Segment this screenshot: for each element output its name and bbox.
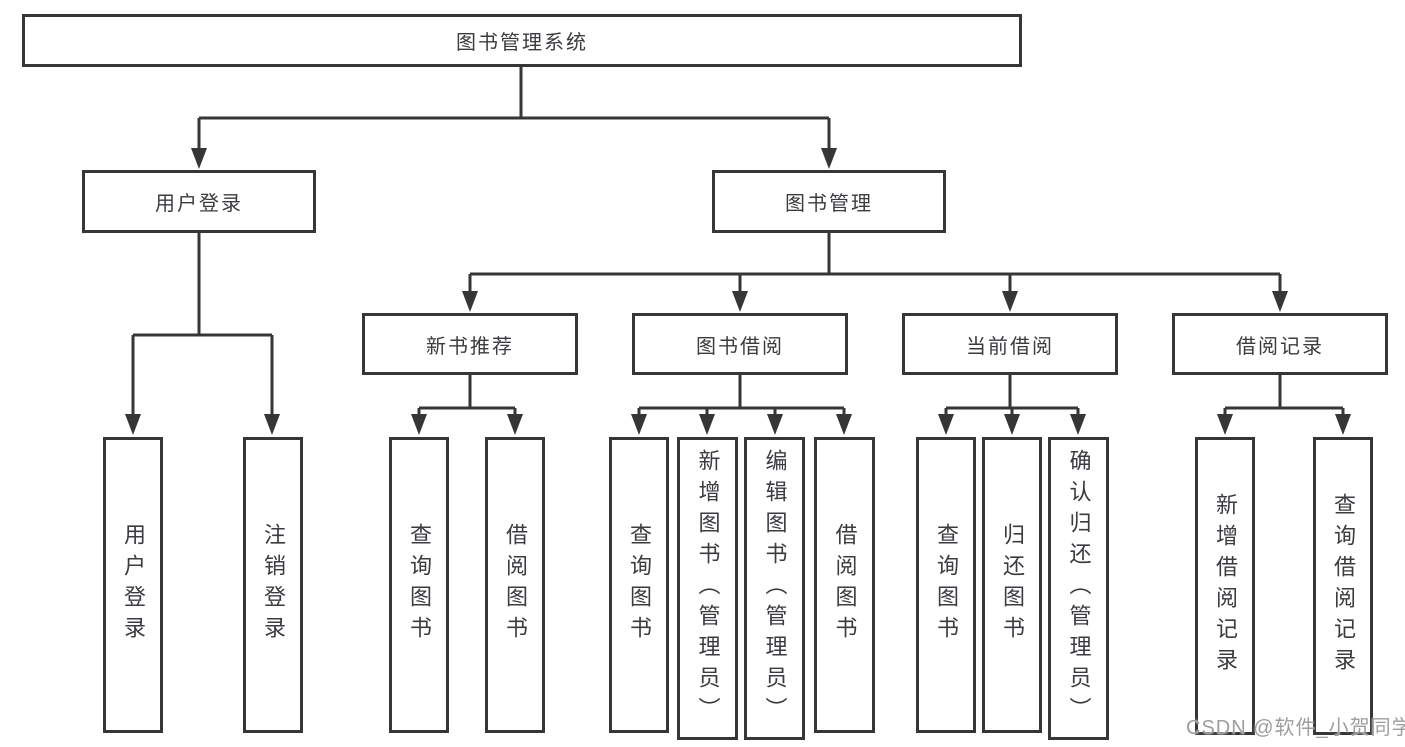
leaf-current-confirm-return: 确认归还（管理员） (1048, 437, 1109, 740)
node-root: 图书管理系统 (22, 14, 1022, 67)
leaf-newrec-query-book: 查询图书 (389, 437, 449, 733)
leaf-borrow-edit-book-label: 编辑图书（管理员） (762, 449, 788, 728)
node-book-borrow: 图书借阅 (632, 313, 848, 375)
leaf-borrow-edit-book: 编辑图书（管理员） (744, 437, 805, 740)
leaf-borrow-borrow-book-label: 借阅图书 (832, 523, 858, 647)
arrowheads-user-login-branch (125, 414, 280, 435)
arrowheads-borrow-record-group (1217, 414, 1351, 435)
leaf-newrec-borrow-book-label: 借阅图书 (503, 523, 528, 647)
node-book-management: 图书管理 (712, 170, 946, 233)
leaf-borrow-add-book: 新增图书（管理员） (677, 437, 738, 740)
leaf-newrec-query-book-label: 查询图书 (407, 523, 432, 647)
leaf-borrow-borrow-book: 借阅图书 (814, 437, 875, 733)
node-user-login: 用户登录 (82, 170, 316, 233)
connector-user-login-branch (131, 233, 274, 415)
connector-book-management-branch (468, 233, 1282, 292)
leaf-current-return-book: 归还图书 (982, 437, 1042, 733)
leaf-current-query-book-label: 查询图书 (934, 523, 959, 647)
leaf-current-confirm-return-label: 确认归还（管理员） (1066, 449, 1092, 728)
leaf-user-login: 用户登录 (103, 437, 163, 733)
arrowheads-level3 (462, 291, 1288, 312)
node-current-borrow: 当前借阅 (902, 313, 1118, 375)
leaf-logout: 注销登录 (243, 437, 303, 733)
leaf-record-query-label: 查询借阅记录 (1331, 493, 1356, 679)
connector-book-borrow-group (637, 375, 846, 415)
leaf-newrec-borrow-book: 借阅图书 (485, 437, 545, 733)
leaf-record-add: 新增借阅记录 (1195, 437, 1255, 735)
arrowheads-current-borrow-group (938, 414, 1086, 435)
leaf-borrow-query-book-label: 查询图书 (627, 523, 652, 647)
arrowheads-level2 (191, 148, 837, 169)
arrowheads-book-borrow-group (631, 414, 852, 435)
leaf-record-add-label: 新增借阅记录 (1213, 493, 1238, 679)
connector-current-borrow-group (944, 375, 1080, 415)
leaf-record-query: 查询借阅记录 (1313, 437, 1373, 735)
connector-new-book-group (417, 375, 517, 415)
leaf-borrow-query-book: 查询图书 (609, 437, 669, 733)
arrowheads-new-book-group (411, 414, 523, 435)
connector-borrow-record-group (1223, 375, 1345, 415)
node-borrow-record-label: 借阅记录 (1236, 335, 1324, 358)
node-borrow-record: 借阅记录 (1172, 313, 1388, 375)
leaf-logout-label: 注销登录 (261, 523, 286, 647)
node-current-borrow-label: 当前借阅 (966, 335, 1054, 358)
leaf-current-return-book-label: 归还图书 (1000, 523, 1025, 647)
node-book-management-label: 图书管理 (785, 193, 873, 215)
node-new-book-recommend-label: 新书推荐 (426, 335, 514, 358)
node-root-label: 图书管理系统 (456, 32, 588, 54)
leaf-borrow-add-book-label: 新增图书（管理员） (695, 449, 721, 728)
node-book-borrow-label: 图书借阅 (696, 335, 784, 358)
node-new-book-recommend: 新书推荐 (362, 313, 578, 375)
connector-root-to-level2 (197, 67, 831, 150)
node-user-login-label: 用户登录 (155, 193, 243, 215)
leaf-current-query-book: 查询图书 (916, 437, 976, 733)
leaf-user-login-label: 用户登录 (121, 523, 146, 647)
